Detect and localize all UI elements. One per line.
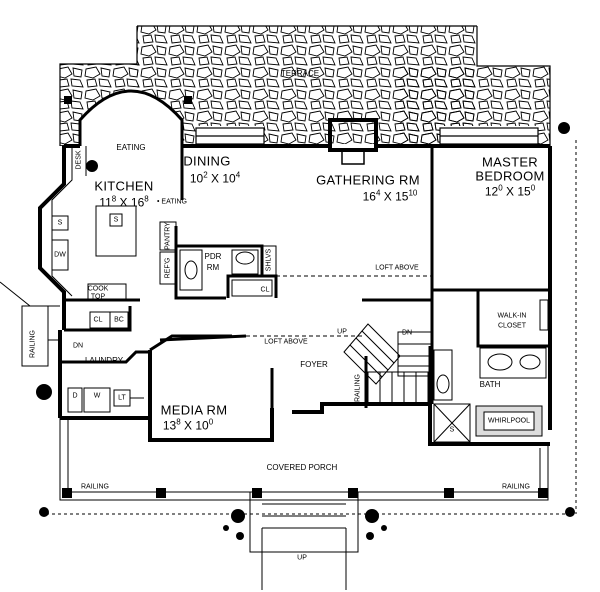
laundry-tub-label: LT [118, 394, 126, 402]
railing-porch-right-label: RAILING [501, 483, 531, 491]
master-bedroom-label-1: MASTER [482, 154, 538, 170]
walk-in-closet-label-2: CLOSET [497, 322, 527, 330]
railing-left-label: RAILING [29, 329, 37, 359]
covered-porch-label: COVERED PORCH [266, 463, 338, 472]
dishwasher-label: DW [54, 251, 66, 259]
loft-lines [246, 275, 432, 337]
laundry-down-note: DN [72, 342, 84, 350]
dryer-label: D [72, 392, 78, 400]
cooktop-label-2: TOP [90, 293, 106, 301]
foyer-label: FOYER [300, 360, 328, 369]
stair-down-note: DN [401, 329, 413, 337]
shrubs [36, 122, 575, 540]
whirlpool-label: WHIRLPOOL [487, 417, 531, 425]
staircase [343, 323, 433, 408]
media-room-label: MEDIA RM [160, 402, 228, 418]
terrace-label: TERRACE [280, 69, 320, 78]
porch-up-note: UP [297, 554, 307, 562]
porch-posts [62, 96, 548, 498]
terrace-windows [195, 127, 539, 145]
desk-label: DESK [75, 150, 83, 170]
gathering-room-dimensions: 164 X 1510 [362, 188, 418, 204]
media-room-dimensions: 138 X 100 [162, 417, 214, 433]
eating-note: • EATING [157, 198, 187, 206]
dining-label: DINING [183, 153, 231, 169]
master-bedroom-label-2: BEDROOM [475, 168, 545, 184]
laundry-label: LAUNDRY [84, 356, 124, 365]
loft-above-note-2: LOFT ABOVE [264, 338, 308, 346]
cooktop-label-1: COOK [87, 285, 109, 293]
shelves-label: SHLVS [265, 248, 273, 272]
dining-dimensions: 102 X 104 [189, 170, 241, 186]
shower-label: S [449, 426, 455, 434]
railing-porch-left-label: RAILING [80, 483, 110, 491]
walk-in-closet-label-1: WALK-IN [497, 312, 527, 320]
powder-closet-label: CL [260, 286, 270, 294]
pantry-label: PANTRY [164, 222, 172, 250]
kitchen-sink-label: S [57, 219, 63, 227]
island-sink-label: S [113, 216, 119, 224]
fireplace [328, 118, 378, 165]
broom-closet-label: BC [114, 316, 124, 324]
thin-lines [0, 140, 577, 590]
refrigerator-label: REF'G [164, 257, 172, 279]
washer-label: W [93, 392, 101, 400]
eating-label: EATING [116, 143, 146, 152]
laundry-closet-label: CL [93, 316, 103, 324]
gathering-room-label: GATHERING RM [316, 172, 420, 188]
powder-room-label-2: RM [206, 263, 220, 272]
stair-up-note: UP [337, 328, 347, 336]
powder-room-label-1: PDR [204, 252, 222, 261]
railing-foyer-label: RAILING [354, 373, 362, 403]
kitchen-dimensions: 118 X 168 [99, 194, 149, 210]
master-bedroom-dimensions: 120 X 150 [484, 183, 536, 199]
kitchen-label: KITCHEN [94, 178, 154, 194]
loft-above-note-1: LOFT ABOVE [375, 264, 419, 272]
bath-label: BATH [479, 380, 501, 389]
